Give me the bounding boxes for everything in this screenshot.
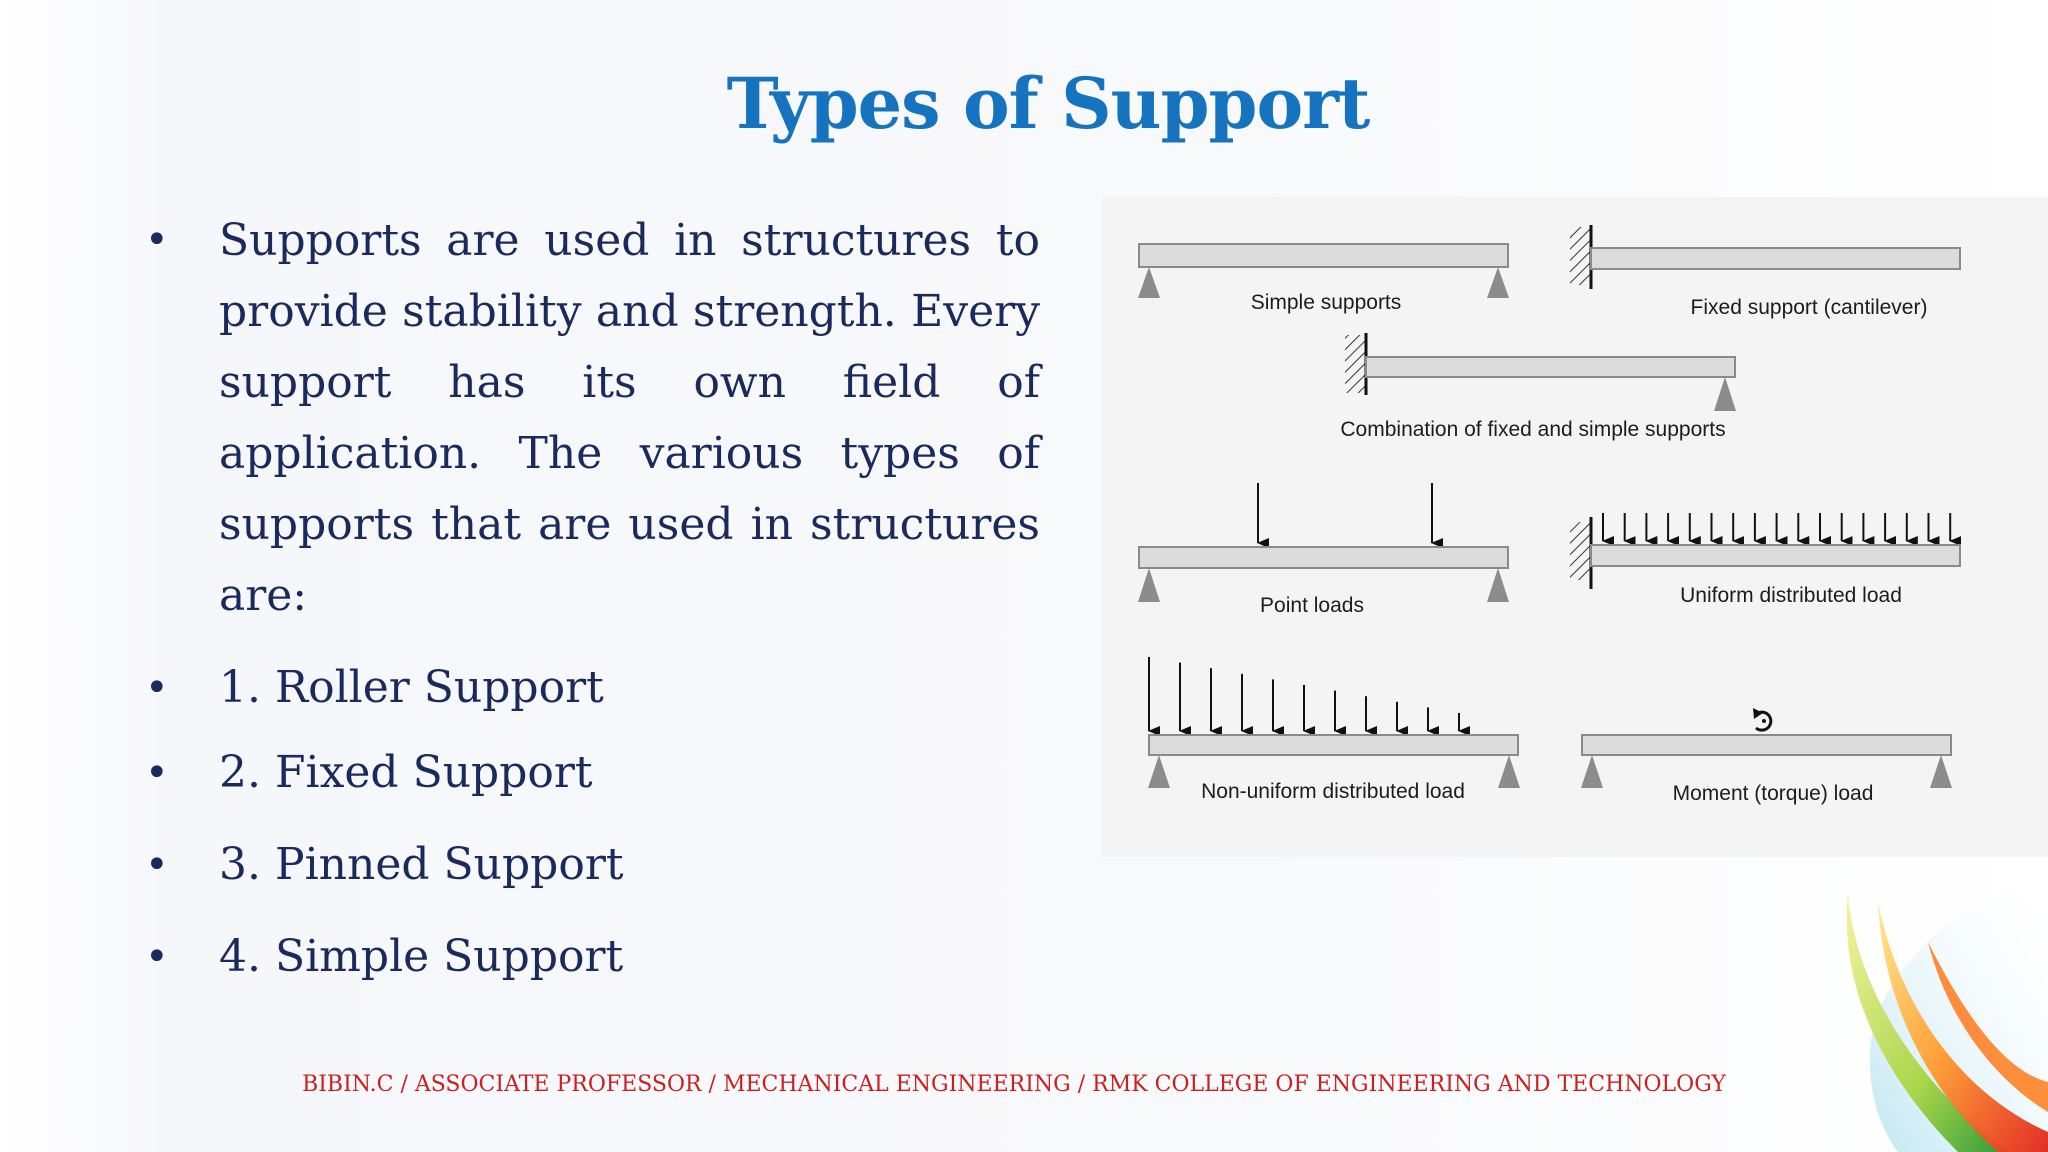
pin-support (1581, 755, 1603, 788)
roller-support (1487, 267, 1509, 298)
slide-title: Types of Support (726, 62, 1371, 145)
bullet-text: 1. Roller Support (219, 662, 604, 713)
caption-fixed: Fixed support (cantilever) (1691, 296, 1928, 319)
pin-support (1138, 267, 1160, 298)
beam (1138, 546, 1509, 569)
bullet-text: 2. Fixed Support (219, 747, 593, 798)
bullet-item-fixed: • 2. Fixed Support (135, 727, 1040, 819)
slide-footer: BIBIN.C / ASSOCIATE PROFESSOR / MECHANIC… (0, 1072, 2048, 1097)
bullet-item-pinned: • 3. Pinned Support (135, 819, 1040, 911)
roller-support (1714, 377, 1736, 411)
bullet-marker: • (145, 842, 169, 888)
bullet-text: 4. Simple Support (219, 931, 624, 982)
combination-supports-diagram: Combination of fixed and simple supports (1340, 333, 1736, 441)
bullet-marker: • (145, 750, 169, 796)
beam (1365, 356, 1736, 378)
intro-text: Supports are used in structures to provi… (219, 215, 1040, 621)
uniform-load-diagram: Uniform distributed load (1570, 513, 1962, 607)
moment-arrow-icon (1755, 710, 1773, 732)
bullet-marker: • (145, 217, 169, 263)
fixed-wall-hatch (1570, 522, 1592, 580)
decorative-swoosh (1846, 882, 2048, 1152)
footer-text: BIBIN.C / ASSOCIATE PROFESSOR / MECHANIC… (302, 1072, 1726, 1097)
pin-support (1138, 568, 1160, 602)
nonuniform-load-diagram: Non-uniform distributed load (1148, 657, 1520, 803)
udl-arrows (1602, 513, 1962, 546)
roller-support (1930, 755, 1952, 788)
beam (1138, 243, 1509, 268)
bullet-item-simple: • 4. Simple Support (135, 911, 1040, 1003)
beam (1590, 544, 1961, 567)
beam (1581, 734, 1952, 756)
pin-support (1148, 755, 1170, 788)
support-types-figure: Simple supports Fixed support (cantileve… (1101, 197, 2048, 857)
bullet-list: • Supports are used in structures to pro… (135, 205, 1040, 1003)
support-types-diagram: Simple supports Fixed support (cantileve… (1138, 225, 1962, 805)
caption-uniform: Uniform distributed load (1680, 584, 1902, 607)
caption-moment: Moment (torque) load (1673, 782, 1874, 805)
caption-combination: Combination of fixed and simple supports (1340, 418, 1725, 441)
roller-support (1487, 568, 1509, 602)
fixed-wall-hatch (1345, 335, 1367, 393)
caption-point: Point loads (1260, 594, 1364, 617)
caption-nonuniform: Non-uniform distributed load (1201, 780, 1465, 803)
bullet-marker: • (145, 934, 169, 980)
bullet-item-roller: • 1. Roller Support (135, 649, 1040, 727)
bullet-marker: • (145, 665, 169, 711)
bullet-intro: • Supports are used in structures to pro… (135, 205, 1040, 631)
moment-load-diagram: Moment (torque) load (1581, 708, 1952, 805)
roller-support (1498, 755, 1520, 788)
bullet-text: 3. Pinned Support (219, 839, 624, 890)
simple-supports-diagram: Simple supports (1138, 243, 1509, 314)
fixed-support-diagram: Fixed support (cantilever) (1570, 225, 1961, 319)
fixed-wall-hatch (1570, 227, 1592, 285)
caption-simple: Simple supports (1251, 291, 1402, 314)
nonuniform-arrows (1148, 657, 1470, 736)
beam (1148, 734, 1519, 756)
beam (1590, 247, 1961, 270)
point-loads-diagram: Point loads (1138, 483, 1509, 617)
